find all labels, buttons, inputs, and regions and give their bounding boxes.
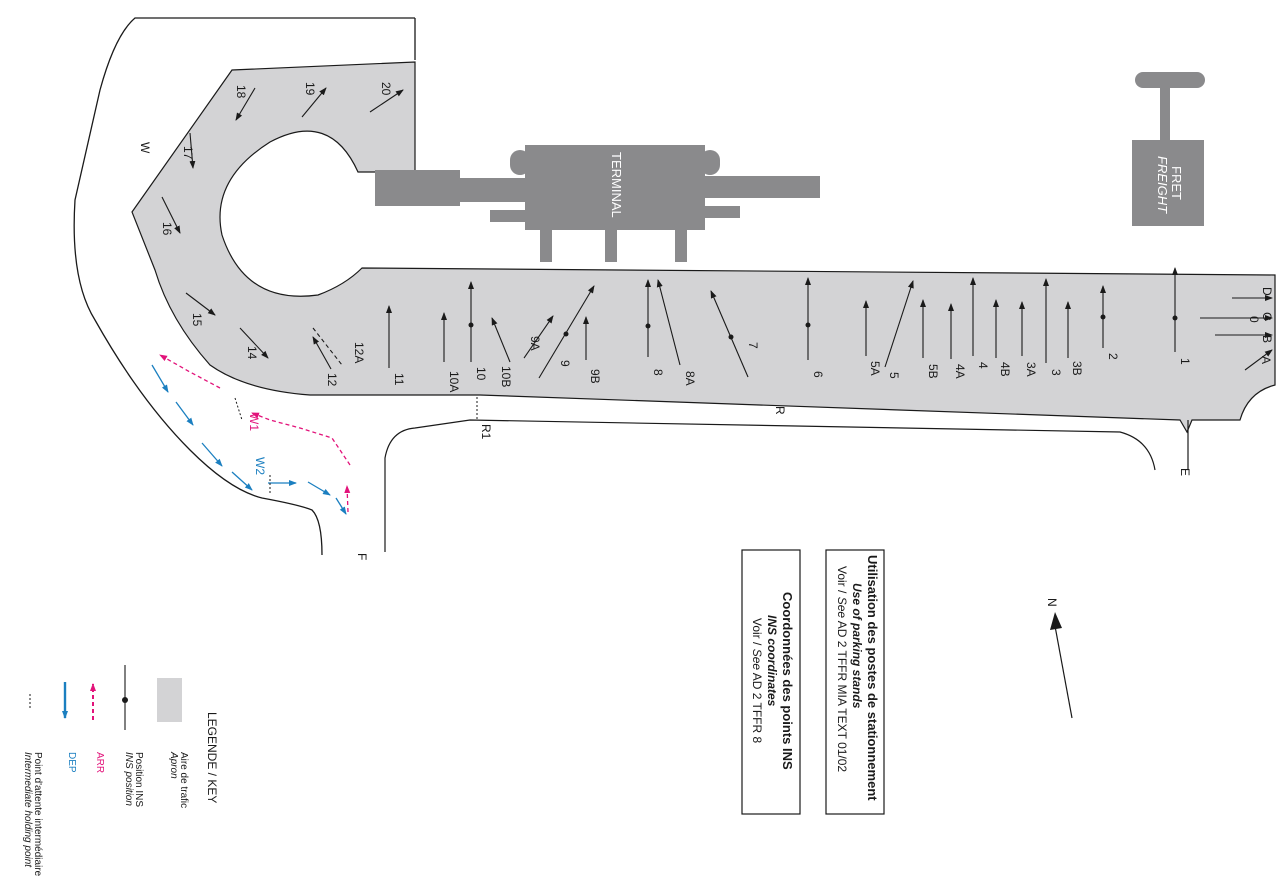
stand-label: 12 [325, 373, 339, 387]
info-box-2-subtitle: INS coordinates [765, 615, 779, 707]
info-box-ins-coordinates [741, 549, 801, 815]
legend-ins-fr: Position INS [133, 752, 144, 807]
stand-label: 15 [190, 313, 204, 327]
stand-label: 1 [1178, 358, 1192, 365]
freight-label-en: FREIGHT [1155, 156, 1170, 214]
stand-label: 4A [953, 364, 967, 379]
stand-label: 3A [1024, 362, 1038, 377]
stand-label: 12A [352, 342, 366, 363]
stand-label: 10 [474, 367, 488, 381]
stand-label: 3 [1049, 369, 1063, 376]
stand-label: 7 [746, 342, 760, 349]
legend-title: LEGENDE / KEY [205, 712, 219, 803]
legend-hold-en: Intermediate holding point [22, 752, 33, 868]
stand-labels: 20 19 18 17 16 15 14 12A 12 11 10A 10 10… [160, 82, 1274, 392]
stand-label: A [1259, 356, 1273, 364]
stand-label: D [1260, 287, 1274, 296]
stand-label: 4 [976, 362, 990, 369]
stand-label: 9 [558, 360, 572, 367]
north-arrow-icon [1050, 612, 1073, 719]
taxiway-w-outline [73, 17, 415, 556]
freight-label-fr: FRET [1169, 166, 1184, 200]
stand-label: 14 [245, 346, 259, 360]
stand-arrows [161, 87, 1273, 379]
info-box-1-subtitle: Use of parking stands [850, 583, 864, 709]
taxiway-e-label: E [1178, 468, 1192, 476]
taxiway-w-label: W [138, 142, 152, 154]
stand-label: 6 [811, 371, 825, 378]
stand-label: 17 [181, 146, 195, 160]
stand-label: 20 [379, 82, 393, 96]
dep-route [151, 364, 347, 515]
stand-label: 9A [528, 336, 542, 351]
taxiway-r-label: R [773, 406, 787, 415]
info-box-1-ref: Voir / See AD 2 TFFR MIA TEXT 01/02 [835, 566, 849, 772]
stand-label: 5B [926, 364, 940, 379]
stand-label: 10A [447, 371, 461, 392]
info-box-parking-use [825, 549, 885, 815]
legend-ins-dot [122, 697, 128, 703]
terminal-label: TERMINAL [609, 152, 624, 218]
taxiway-r-edge [384, 419, 1156, 552]
taxiway-r1-label: R1 [479, 424, 493, 440]
hold-w2-label: W2 [253, 457, 267, 475]
north-label: N [1045, 598, 1059, 607]
legend-apron-fr: Aire de trafic [178, 752, 189, 808]
stand-label: 8 [651, 369, 665, 376]
legend-ins-en: INS position [123, 752, 134, 806]
stand-label: C [1260, 312, 1274, 321]
hold-w1-label: W1 [247, 413, 261, 431]
legend-hold-fr: Point d'attente intermédiaire [32, 752, 43, 877]
stand-label: 5 [887, 372, 901, 379]
stand-label: 0 [1247, 316, 1261, 323]
stand-label: 8A [683, 371, 697, 386]
stand-label: 9B [588, 369, 602, 384]
info-box-2-ref: Voir / See AD 2 TFFR 8 [750, 618, 764, 744]
legend-apron-swatch [157, 678, 182, 722]
stand-label: 5A [868, 361, 882, 376]
stand-label: B [1260, 335, 1274, 343]
stand-label: 4B [998, 362, 1012, 377]
freight-building [1132, 72, 1205, 226]
info-box-2-title: Coordonnées des points INS [780, 592, 795, 770]
stand-label: 19 [303, 82, 317, 96]
terminal-building [375, 145, 820, 262]
stand-label: 11 [392, 373, 406, 386]
stand-label: 10B [499, 366, 513, 387]
arr-route [159, 354, 351, 513]
legend-dep: DEP [66, 752, 77, 773]
info-box-1-title: Utilisation des postes de stationnement [865, 555, 880, 801]
stand-label: 3B [1070, 361, 1084, 376]
stand-label: 2 [1106, 353, 1120, 360]
legend: LEGENDE / KEY Aire de trafic Apron Posit… [22, 665, 219, 877]
stand-label: 18 [234, 85, 248, 99]
legend-apron-en: Apron [168, 751, 179, 779]
ins-position-dots [468, 314, 1178, 340]
apron [131, 61, 1276, 434]
legend-arr: ARR [94, 752, 105, 773]
stand-label: 16 [160, 222, 174, 236]
taxiway-f-label: F [355, 553, 369, 560]
